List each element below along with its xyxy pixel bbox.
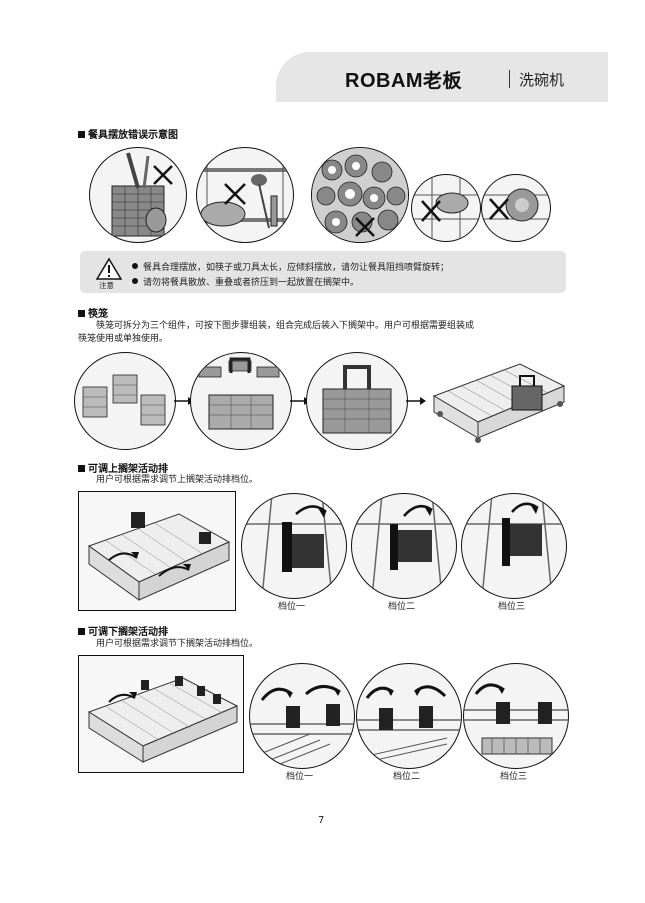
brand-divider	[509, 70, 510, 88]
lower-rack-position-3-image	[463, 663, 569, 769]
notice-box: 注意 餐具合理摆放，如筷子或刀具太长，应倾斜摆放，请勿让餐具阻挡喷臂旋转； 请勿…	[80, 251, 566, 293]
basket-text-line-1: 筷笼可拆分为三个组件，可按下图步骤组装，组合完成后装入下搁架中。用户可根据需要组…	[96, 321, 475, 331]
lower-rack-position-2-label: 档位二	[393, 772, 421, 782]
lower-rack-position-1-label: 档位一	[286, 772, 314, 782]
warning-triangle-icon	[96, 257, 122, 280]
upper-rack-position-1-label: 档位一	[278, 602, 306, 612]
header-band	[276, 52, 608, 102]
wrong-placement-image-2	[196, 147, 294, 243]
wrong-placement-image-1	[89, 147, 187, 243]
product-name: 洗碗机	[519, 71, 565, 89]
square-bullet-icon	[78, 465, 85, 472]
lower-rack-position-1-image	[249, 663, 355, 769]
square-bullet-icon	[78, 310, 85, 317]
brand-name-cn: 老板	[423, 71, 463, 92]
upper-rack-position-3-image	[461, 493, 567, 599]
basket-text-line-2: 筷笼使用或单独使用。	[78, 334, 169, 344]
bullet-icon	[132, 263, 138, 269]
brand-logo: ROBAM老板	[345, 66, 462, 93]
wrong-placement-image-4	[411, 174, 481, 242]
square-bullet-icon	[78, 628, 85, 635]
wrong-placement-image-5	[481, 174, 551, 242]
lower-rack-position-3-label: 档位三	[500, 772, 528, 782]
bullet-icon	[132, 278, 138, 284]
section-title-upper-rack: 可调上搁架活动排	[78, 460, 168, 475]
square-bullet-icon	[78, 131, 85, 138]
brand-name: ROBAM	[345, 70, 424, 92]
lower-rack-with-basket-image	[432, 363, 566, 443]
upper-rack-position-2-image	[351, 493, 457, 599]
basket-step-3-image	[306, 352, 408, 450]
lower-rack-overview-image	[78, 655, 244, 773]
arrow-right-icon	[406, 397, 426, 405]
section-title-wrong-placement: 餐具摆放错误示意图	[78, 126, 178, 141]
notice-line-1: 餐具合理摆放，如筷子或刀具太长，应倾斜摆放，请勿让餐具阻挡喷臂旋转；	[132, 260, 449, 273]
upper-rack-position-3-label: 档位三	[498, 602, 526, 612]
notice-label: 注意	[99, 281, 114, 290]
wrong-placement-image-3	[311, 147, 409, 243]
upper-rack-position-2-label: 档位二	[388, 602, 416, 612]
notice-line-2: 请勿将餐具散放、重叠或者挤压到一起放置在搁架中。	[132, 275, 359, 288]
upper-rack-text: 用户可根据需求调节上搁架活动排档位。	[96, 475, 259, 485]
upper-rack-position-1-image	[241, 493, 347, 599]
lower-rack-text: 用户可根据需求调节下搁架活动排档位。	[96, 639, 259, 649]
lower-rack-position-2-image	[356, 663, 462, 769]
section-title-lower-rack: 可调下搁架活动排	[78, 623, 168, 638]
section-title-basket: 筷笼	[78, 305, 108, 320]
basket-step-2-image	[190, 352, 292, 450]
basket-step-1-image	[74, 352, 176, 450]
page-number: 7	[318, 815, 325, 826]
upper-rack-overview-image	[78, 491, 236, 611]
